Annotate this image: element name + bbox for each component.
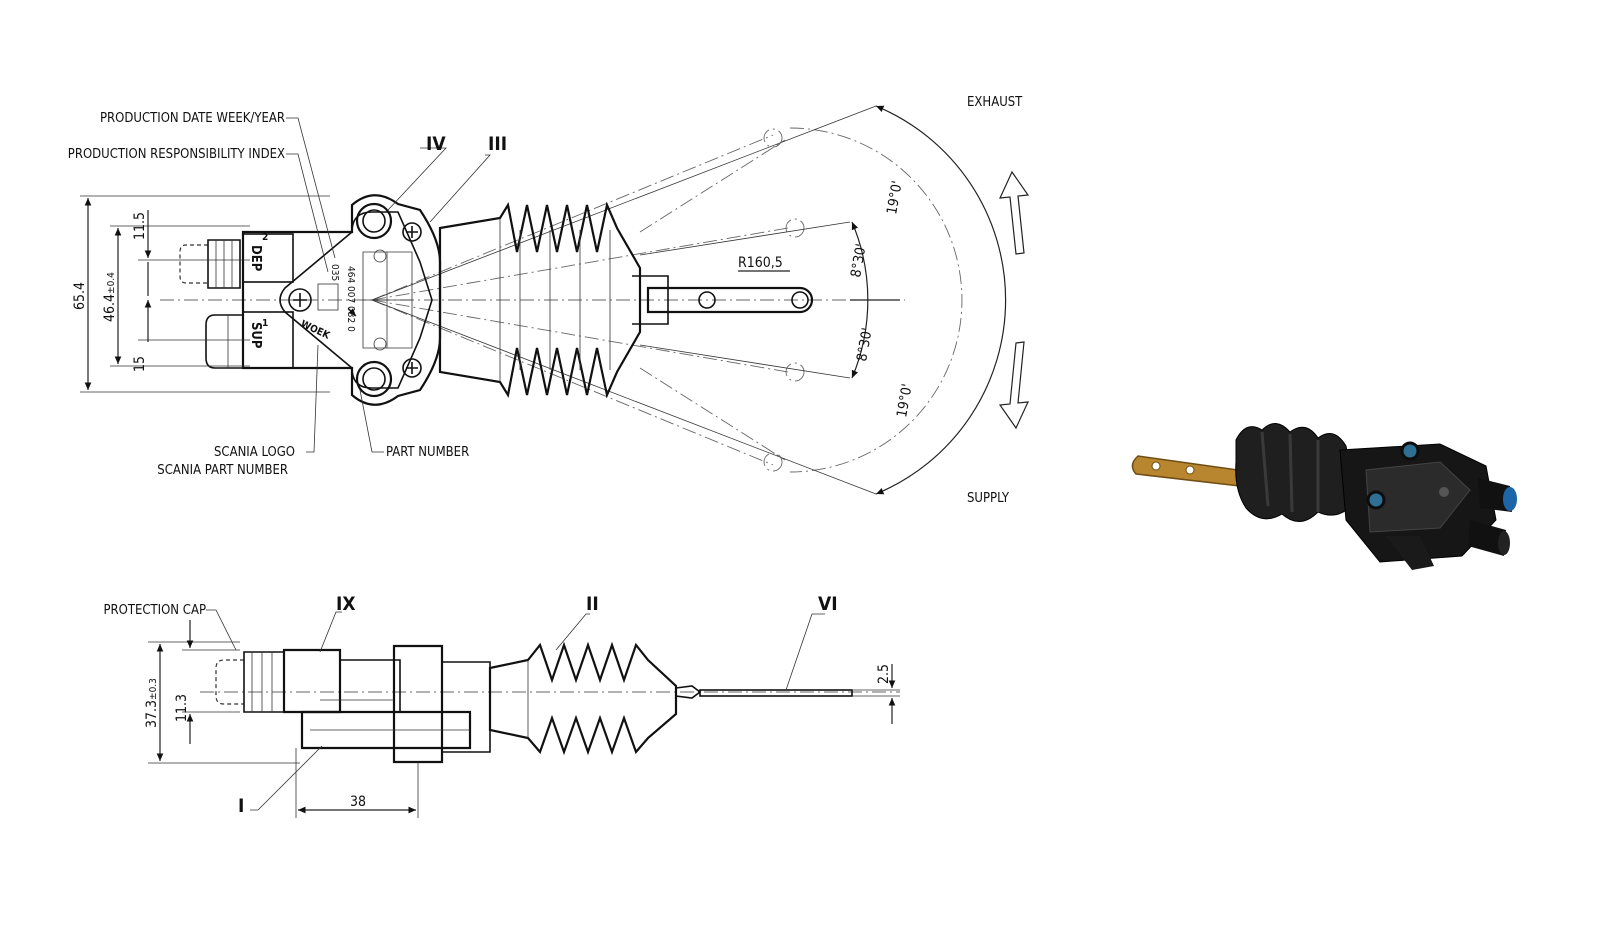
side-dimensions (148, 620, 900, 818)
top-view: DEP 2 SUP 1 035 464 007 032 0 WOEK 65.4 … (68, 105, 1007, 495)
port-sup-number: 1 (262, 318, 268, 329)
part-code-marking: 464 007 032 0 (345, 266, 356, 332)
port-dep-number: 2 (262, 232, 268, 243)
direction-exhaust: EXHAUST (967, 95, 1023, 110)
dim-side-length: 38 (350, 794, 366, 810)
label-iv: IV (426, 133, 446, 155)
dim-angle-inner-top: 8°30' (848, 243, 870, 279)
dim-side-offset: 11.3 (174, 694, 190, 722)
label-ii: II (586, 593, 599, 615)
label-ix: IX (336, 593, 356, 615)
code-035: 035 (329, 264, 340, 281)
port-dep (179, 233, 294, 289)
direction-indicators: EXHAUST SUPPLY (967, 95, 1030, 506)
callout-part-number: PART NUMBER (386, 445, 469, 460)
callout-leaders (286, 117, 491, 453)
callout-protection-cap: PROTECTION CAP (103, 603, 206, 618)
dim-radius: R160,5 (738, 255, 783, 271)
label-vi: VI (818, 593, 838, 615)
callout-responsibility-index: PRODUCTION RESPONSIBILITY INDEX (68, 147, 285, 162)
direction-supply: SUPPLY (967, 491, 1010, 506)
label-i: I (238, 795, 244, 817)
dim-side-height: 37.3±0.3 (144, 678, 160, 728)
side-callout-leaders (206, 609, 825, 811)
dim-bottom-offset: 15 (132, 356, 148, 372)
port-dep-label: DEP (248, 245, 263, 272)
dim-port-spacing: 46.4±0.4 (102, 272, 118, 322)
brand-marking: WOEK (299, 319, 332, 342)
dim-angle-inner-bottom: 8°30' (854, 327, 876, 363)
angle-dimension-lines (371, 105, 1007, 495)
exhaust-arrow-icon (999, 170, 1030, 255)
dim-angle-outer-bottom: 19°0' (894, 383, 916, 419)
product-photo (1131, 423, 1517, 570)
height-dimensions (80, 195, 330, 393)
dim-angle-outer-top: 19°0' (884, 180, 906, 216)
supply-arrow-icon (998, 341, 1029, 430)
label-iii: III (488, 133, 507, 155)
lever (632, 275, 814, 325)
port-sup-label: SUP (248, 322, 263, 349)
dim-top-offset: 11.5 (132, 212, 148, 240)
valve-body (241, 194, 442, 406)
bellows-boot (438, 201, 642, 399)
callout-production-date: PRODUCTION DATE WEEK/YEAR (100, 111, 285, 126)
callout-scania-logo: SCANIA LOGO (214, 445, 295, 460)
dim-lever-thickness: 2.5 (876, 664, 892, 684)
dim-height-total: 65.4 (72, 282, 88, 310)
callout-scania-part-number: SCANIA PART NUMBER (157, 463, 288, 478)
side-view: 37.3±0.3 11.3 38 2.5 PROTECTION CAP IX I… (103, 593, 900, 818)
